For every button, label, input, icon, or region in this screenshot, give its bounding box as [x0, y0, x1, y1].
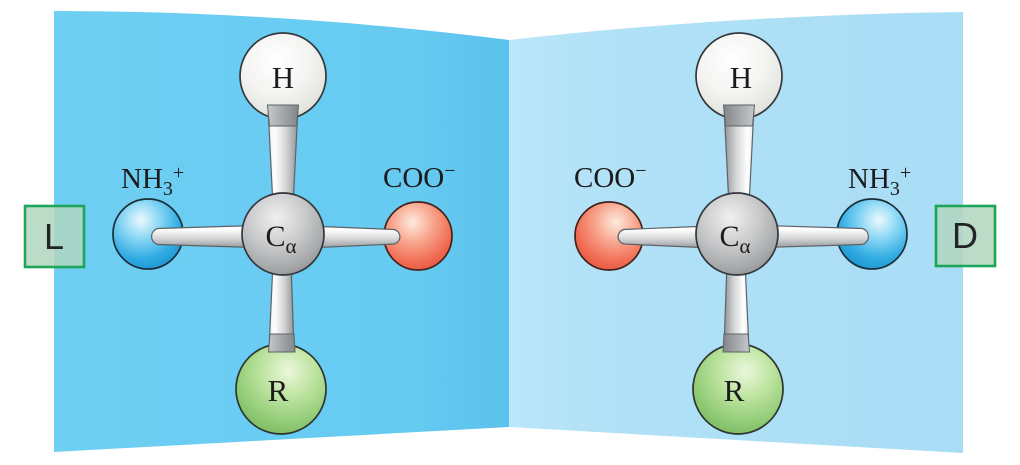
- alpha-carbon-sphere: [695, 192, 779, 276]
- alpha-carbon-label: Cα: [719, 220, 750, 258]
- amino-label: NH3+: [121, 162, 184, 200]
- carboxyl-label: COO−: [383, 160, 456, 194]
- l-letter: L: [44, 216, 64, 257]
- r-group-label: R: [724, 373, 745, 408]
- bond-amino: [151, 224, 271, 249]
- bond-hydrogen-collar: [722, 104, 756, 127]
- molecule-d-amino-acid: H Cα R COO− NH3+: [574, 32, 911, 435]
- amino-label: NH3+: [848, 162, 911, 200]
- alpha-carbon-sphere: [241, 192, 325, 276]
- bond-hydrogen-collar: [266, 104, 300, 127]
- stereo-box-d: D: [934, 204, 997, 268]
- d-box: [934, 204, 997, 268]
- bond-r-group-collar: [267, 333, 296, 353]
- alpha-carbon-label: Cα: [265, 220, 296, 258]
- d-letter: D: [952, 215, 978, 256]
- r-group-label: R: [268, 373, 289, 408]
- stereo-box-l: L: [23, 204, 86, 269]
- hydrogen-label: H: [272, 60, 294, 95]
- bond-r-group-collar: [722, 333, 751, 353]
- l-box: [23, 204, 86, 269]
- hydrogen-label: H: [730, 60, 752, 95]
- molecule-l-amino-acid: H Cα R NH3+ COO−: [112, 32, 456, 435]
- carboxyl-label: COO−: [574, 160, 647, 194]
